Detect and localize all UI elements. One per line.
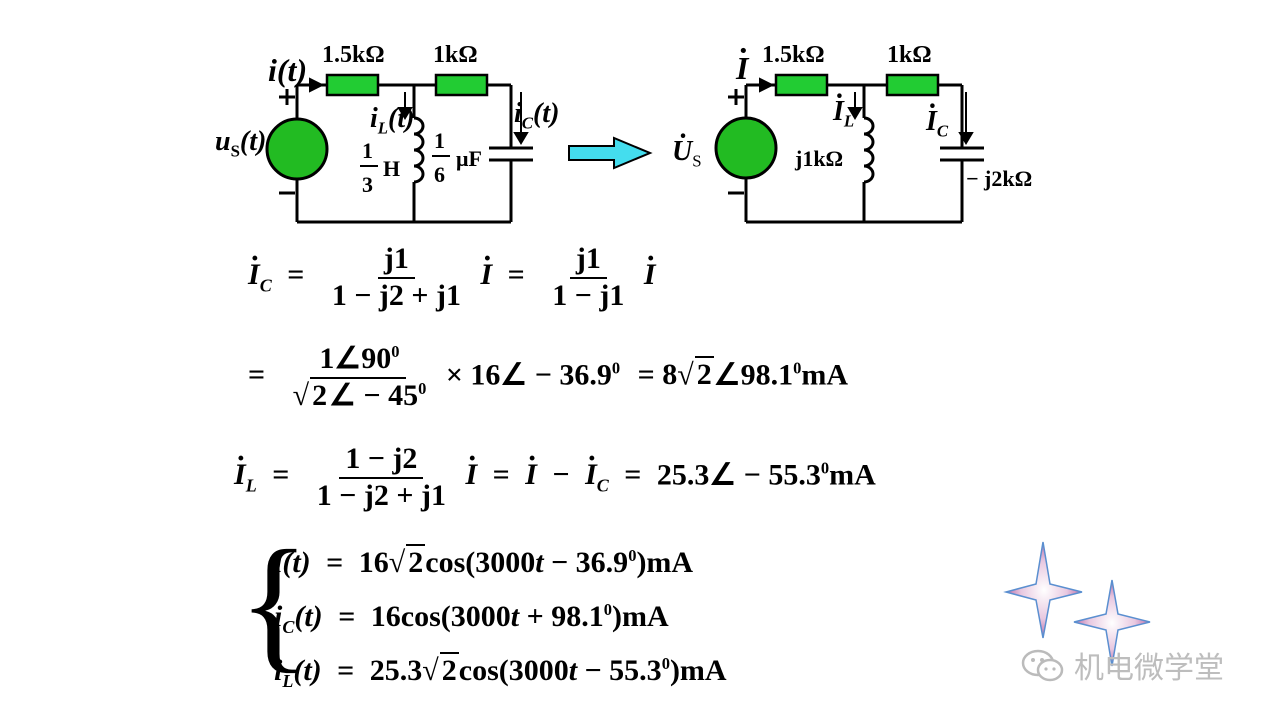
il-arrow-icon <box>397 107 413 120</box>
resistor-1k-phasor <box>885 73 940 97</box>
circuit-time-domain <box>265 73 984 224</box>
star-icon <box>1073 579 1151 667</box>
wechat-icon <box>1021 649 1064 682</box>
result-i: i(t) = 16√2cos(3000t − 36.90)mA <box>274 544 694 579</box>
cap-unit: μF <box>456 146 482 171</box>
result-il: iL(t) = 25.3√2cos(3000t − 55.30)mA <box>274 652 727 691</box>
inductor-value-den: 3 <box>362 172 373 197</box>
cap-value-den: 6 <box>434 162 445 187</box>
equation-il: IL = 1 − j21 − j2 + j1 I = I − IC = 25.3… <box>234 442 876 513</box>
ic-arrow-icon <box>513 132 529 145</box>
equation-ic-value: = 1∠900 √2∠ − 450 × 16∠ − 36.90 = 8√2∠98… <box>248 342 849 412</box>
label-r2: 1kΩ <box>433 42 478 68</box>
inductor-unit: H <box>383 156 401 181</box>
voltage-source-phasor <box>714 116 778 180</box>
resistor-1k <box>434 73 489 97</box>
label-source-time: uS(t) <box>215 126 267 161</box>
label-ic-time: iC(t) <box>514 98 560 133</box>
label-xl: j1kΩ <box>795 146 844 171</box>
result-ic: iC(t) = 16cos(3000t + 98.10)mA <box>274 600 669 637</box>
watermark-text: 机电微学堂 <box>1074 651 1224 686</box>
decorative-stars <box>1003 541 1151 667</box>
equation-ic: IC = j11 − j2 + j1 I = j11 − j1 I <box>248 242 656 313</box>
label-current-time: i(t) <box>268 52 308 88</box>
left-brace: { <box>238 520 310 686</box>
resistor-1-5k <box>325 73 380 97</box>
label-r1-phasor: 1.5kΩ <box>762 42 825 68</box>
voltage-source <box>265 117 329 181</box>
label-il-time: iL(t) <box>370 103 415 138</box>
current-arrow-icon <box>309 77 325 93</box>
watermark: 机电微学堂 <box>1020 643 1224 687</box>
phasor-current-arrow-icon <box>759 77 775 93</box>
cap-value-num: 1 <box>434 128 445 153</box>
label-source-phasor: US <box>672 136 702 172</box>
label-r2-phasor: 1kΩ <box>887 42 932 68</box>
phasor-ic-arrow-icon <box>958 132 974 145</box>
label-ic-phasor: IC <box>926 106 948 142</box>
transform-arrow-icon <box>568 136 653 170</box>
label-current-phasor: I <box>736 50 748 87</box>
resistor-1-5k-phasor <box>774 73 829 97</box>
star-icon <box>1003 541 1083 639</box>
label-r1: 1.5kΩ <box>322 42 385 68</box>
inductor-value-num: 1 <box>362 138 373 163</box>
label-xc: − j2kΩ <box>966 166 1033 191</box>
phasor-il-arrow-icon <box>847 107 863 120</box>
label-il-phasor: IL <box>833 96 854 132</box>
